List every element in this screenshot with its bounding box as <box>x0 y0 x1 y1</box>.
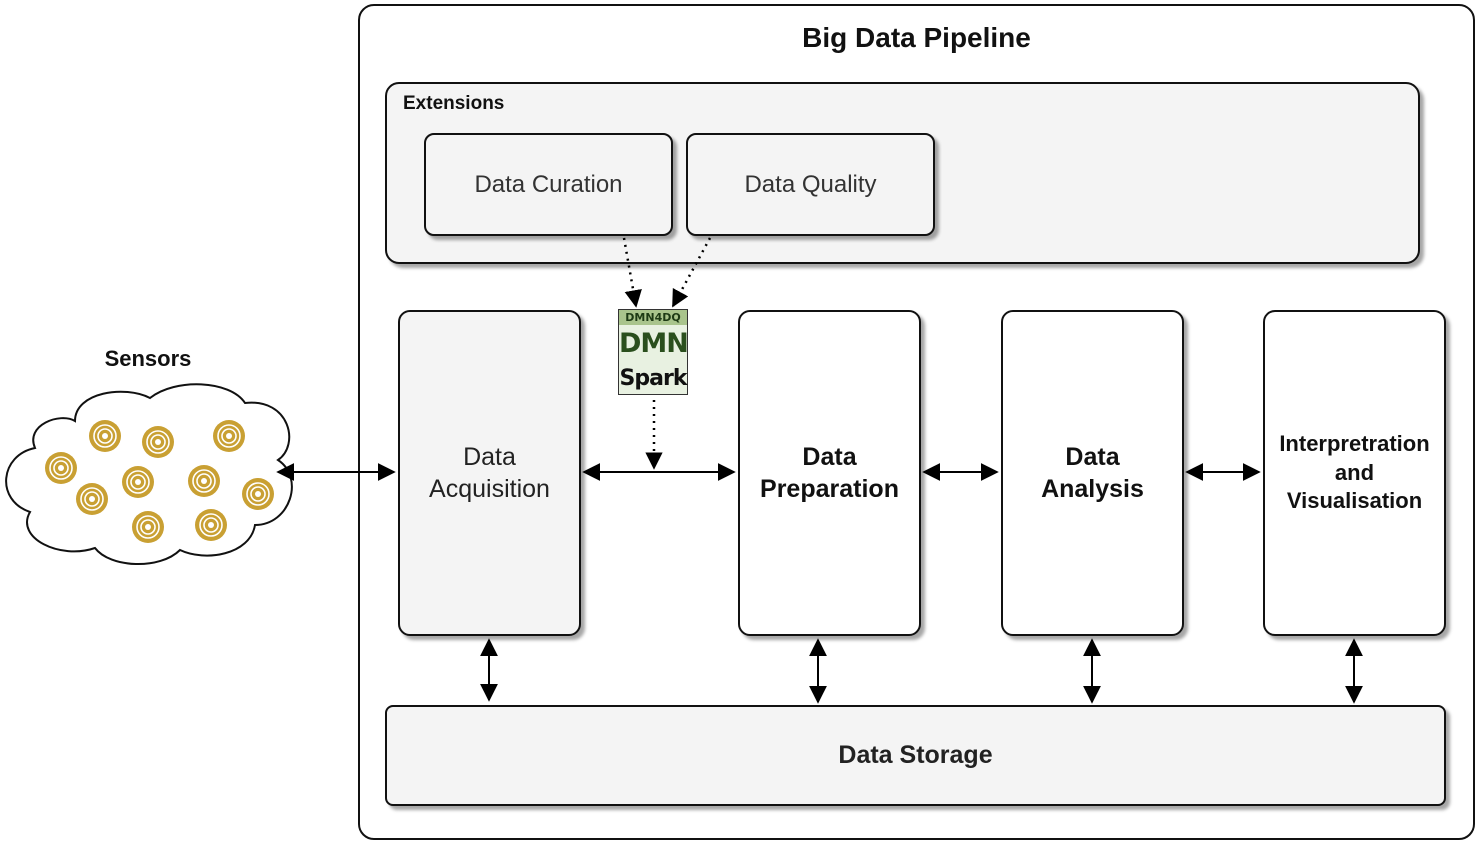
sensor-icon <box>132 511 164 543</box>
data-curation-label: Data Curation <box>474 170 623 198</box>
sensors-title: Sensors <box>104 346 192 371</box>
sensor-icon <box>195 509 227 541</box>
badge-spark-label: Spark <box>619 366 688 391</box>
data-storage-box: Data Storage <box>385 705 1446 806</box>
sensor-icon <box>188 465 220 497</box>
data-quality-box: Data Quality <box>686 133 935 236</box>
sensor-icon <box>142 426 174 458</box>
data-quality-label: Data Quality <box>744 170 877 198</box>
badge-dmn-label: DMN <box>619 328 689 359</box>
data-storage-label: Data Storage <box>838 741 993 770</box>
sensor-icon <box>76 483 108 515</box>
diagram-title: Big Data Pipeline <box>802 22 1031 53</box>
sensor-icon <box>122 466 154 498</box>
sensor-icon <box>242 478 274 510</box>
data-curation-box: Data Curation <box>424 133 673 236</box>
sensors-group <box>45 420 274 543</box>
sensor-cloud <box>5 383 293 566</box>
extensions-title: Extensions <box>403 93 505 114</box>
dmn4dq-badge: DMN4DQ DMN Spark <box>618 309 689 395</box>
badge-top-label: DMN4DQ <box>619 310 687 325</box>
sensor-icon <box>89 420 121 452</box>
sensor-icon <box>213 420 245 452</box>
sensor-icon <box>45 452 77 484</box>
